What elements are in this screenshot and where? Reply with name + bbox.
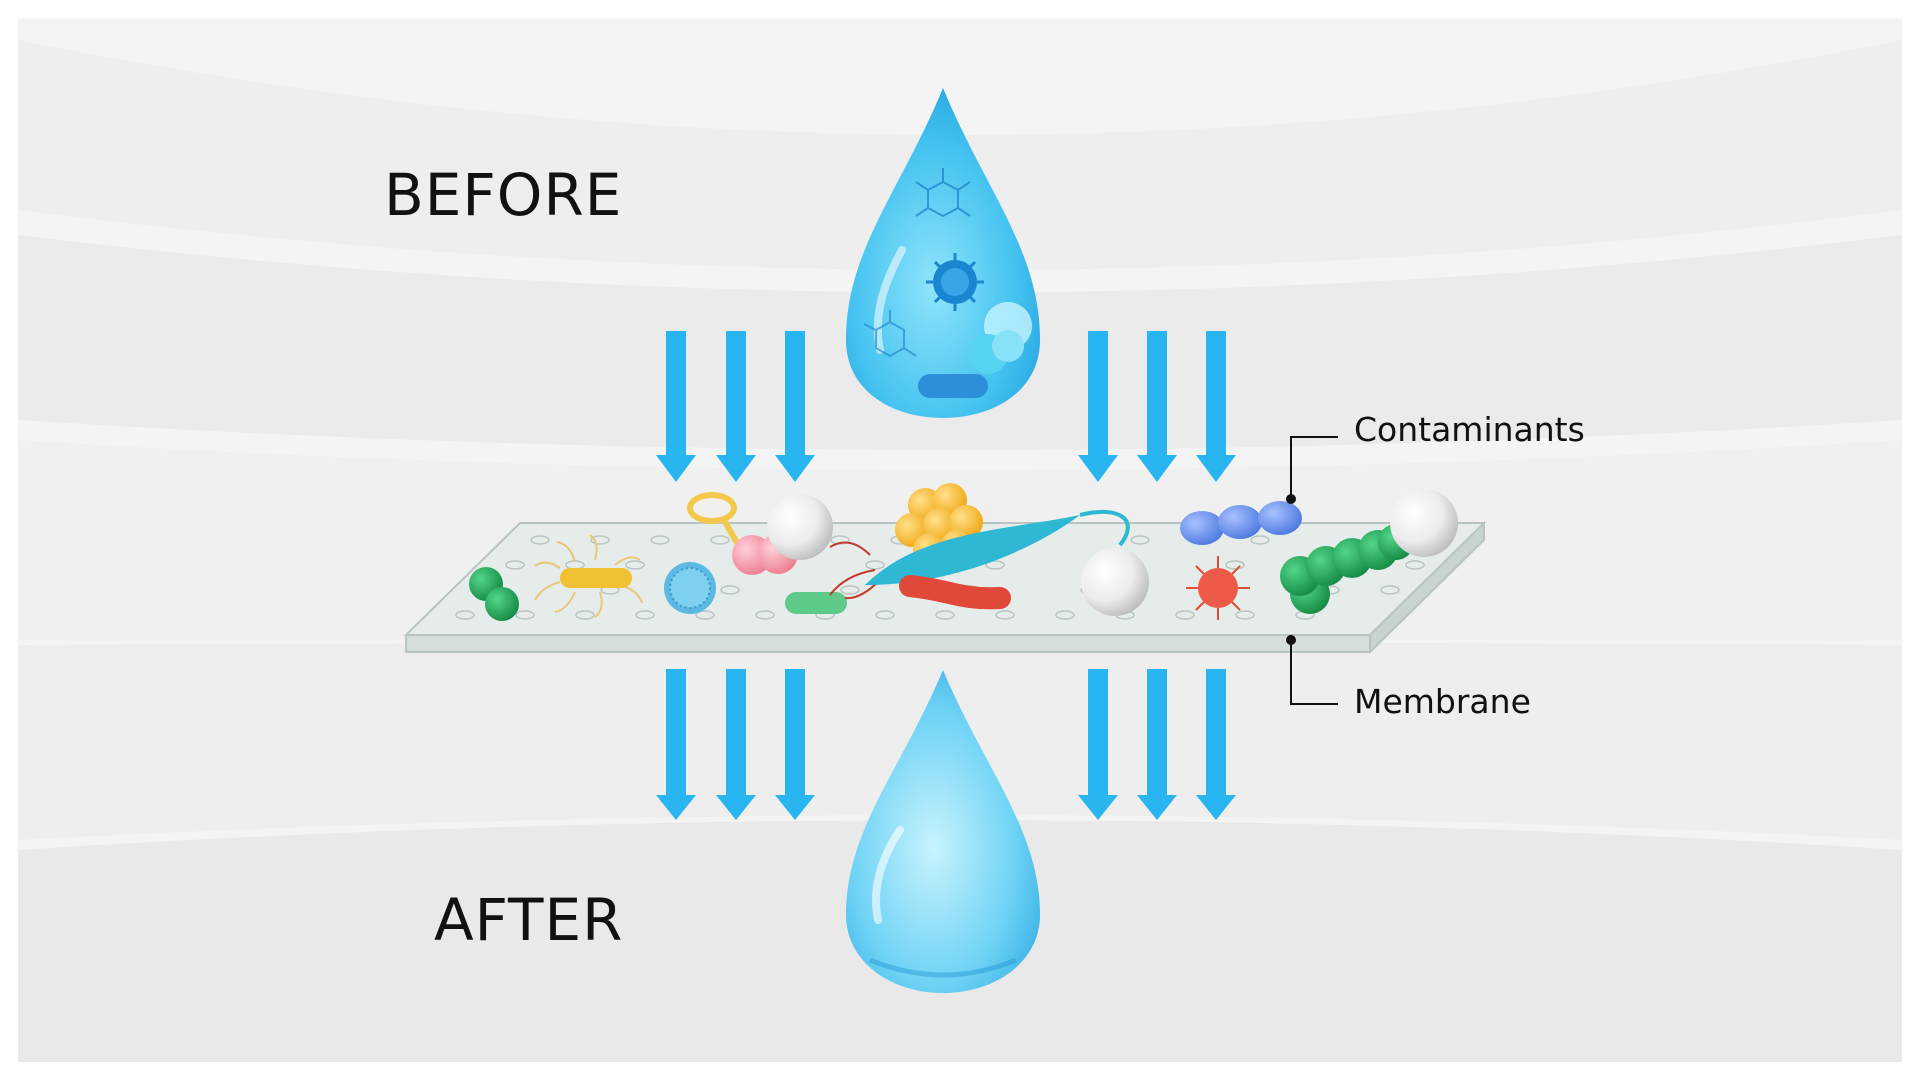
arrow-down-icon: [1078, 331, 1118, 482]
arrow-down-icon: [775, 669, 815, 820]
contaminants-group: [469, 483, 1458, 621]
bacteria-icon: [469, 567, 519, 621]
arrow-down-icon: [656, 331, 696, 482]
before-label: BEFORE: [384, 161, 623, 229]
protozoa-icon: [829, 509, 1130, 600]
virus-icon: [863, 310, 917, 358]
streptococcus-icon: [1180, 501, 1302, 545]
after-label: AFTER: [434, 886, 624, 954]
bacteria-icon: [918, 374, 988, 398]
arrow-down-icon: [716, 669, 756, 820]
virus-icon: [664, 562, 716, 614]
arrow-down-icon: [656, 669, 696, 820]
arrow-down-icon: [1196, 331, 1236, 482]
flow-arrows: [656, 331, 1236, 820]
bacteria-icon: [785, 592, 847, 614]
contaminated-water-drop-icon: [846, 88, 1040, 418]
arrow-down-icon: [1196, 669, 1236, 820]
membrane-callout: Membrane: [1354, 682, 1531, 721]
clean-water-drop-icon: [846, 670, 1040, 993]
callout-lines: [1286, 436, 1338, 705]
virus-icon: [915, 168, 971, 218]
arrow-down-icon: [716, 331, 756, 482]
particle-icon: [767, 494, 833, 560]
arrow-down-icon: [1137, 331, 1177, 482]
particle-icon: [1081, 548, 1149, 616]
particle-icon: [968, 302, 1032, 374]
arrow-down-icon: [1137, 669, 1177, 820]
virus-icon: [1186, 556, 1250, 620]
bacteria-icon: [534, 534, 643, 618]
contaminants-callout: Contaminants: [1354, 410, 1585, 449]
arrow-down-icon: [1078, 669, 1118, 820]
bacteria-icon: [899, 575, 1011, 610]
virus-icon: [926, 253, 984, 311]
arrow-down-icon: [775, 331, 815, 482]
particle-icon: [1390, 489, 1458, 557]
